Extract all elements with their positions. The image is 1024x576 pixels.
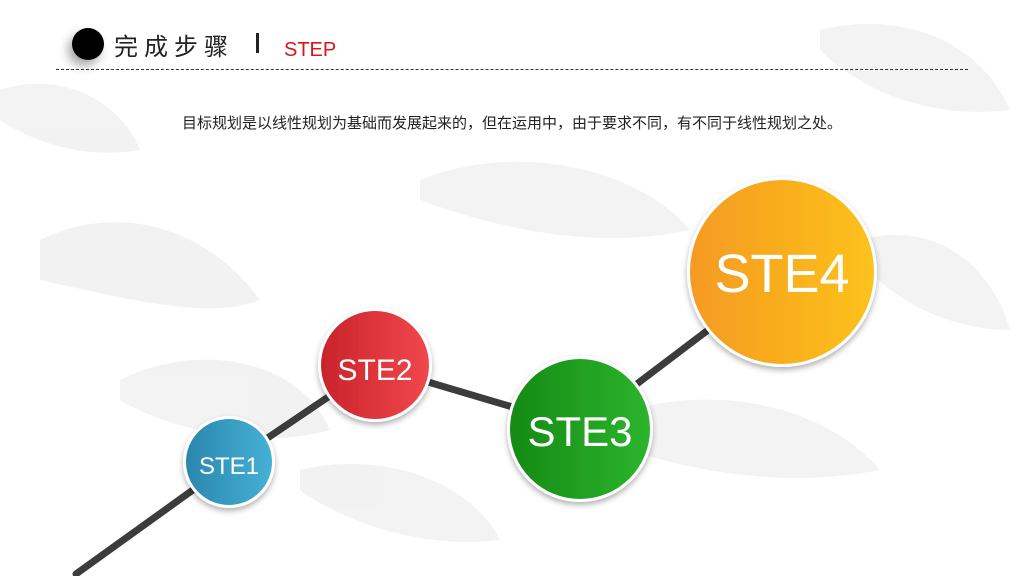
- step-label-3: STE3: [527, 408, 632, 455]
- steps-connector-line: [72, 270, 786, 576]
- step-circle-2: [318, 308, 432, 422]
- step-circle-1: [183, 416, 275, 508]
- step-label-4: STE4: [714, 244, 849, 304]
- header-dashed-divider: [56, 69, 968, 70]
- step-label-1: STE1: [199, 453, 259, 480]
- header-title: 完成步骤: [114, 33, 234, 61]
- step-circle-3: [507, 356, 653, 502]
- step-label-2: STE2: [337, 354, 412, 387]
- header-bullet-icon: [72, 28, 104, 60]
- header-subtitle: STEP: [284, 39, 337, 61]
- step-circle-4: [687, 177, 877, 367]
- description-text: 目标规划是以线性规划为基础而发展起来的，但在运用中，由于要求不同，有不同于线性规…: [181, 114, 842, 132]
- header-separator: [256, 33, 259, 53]
